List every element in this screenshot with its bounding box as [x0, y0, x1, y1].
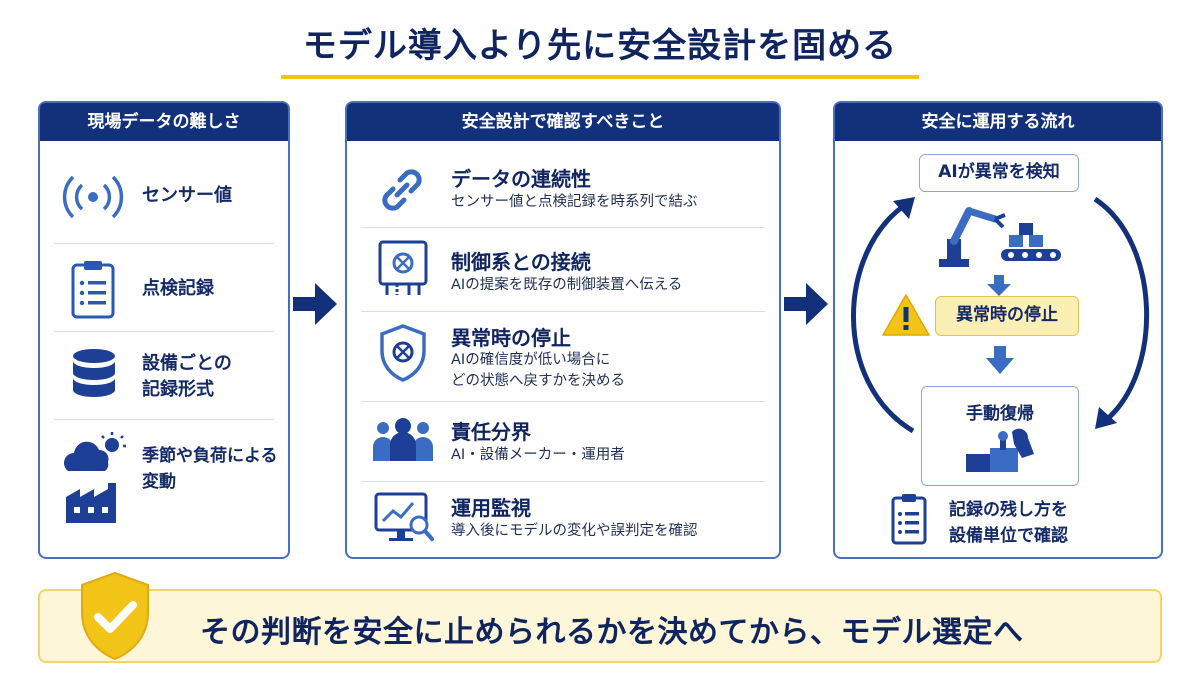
stop-box: 異常時の停止 [935, 296, 1079, 336]
item-desc: AIの確信度が低い場合に どの状態へ戻すかを決める [451, 352, 625, 389]
clipboard-icon [71, 261, 115, 319]
label-inspection: 点検記録 [142, 278, 214, 299]
item-desc: AIの提案を既存の制御装置へ伝える [451, 277, 683, 293]
recover-box: 手動復帰 [921, 386, 1079, 486]
page-title: モデル導入より先に安全設計を固める [0, 18, 1200, 79]
cycle-arrows-icon [851, 196, 1150, 434]
robot-arm-icon [939, 207, 1061, 267]
panel-header: 安全設計で確認すべきこと [347, 103, 779, 141]
monitor-icon [374, 492, 434, 541]
item-title: 責任分界 [451, 420, 531, 444]
label-format: 設備ごとの 記録形式 [142, 353, 232, 400]
record-label: 記録の残し方を 設備単位で確認 [949, 500, 1068, 546]
database-icon [73, 349, 115, 397]
manual-control-icon [966, 428, 1034, 472]
arrow-down-icon [987, 275, 1011, 296]
item-desc: AI・設備メーカー・運用者 [451, 447, 625, 463]
banner-text: その判断を安全に止められるかを決めてから、モデル選定へ [200, 615, 1024, 650]
item-desc: 導入後にモデルの変化や誤判定を確認 [451, 523, 698, 539]
panel-header: 現場データの難しさ [40, 103, 288, 141]
item-desc: センサー値と点検記録を時系列で結ぶ [451, 194, 698, 210]
shield-icon [380, 324, 426, 382]
panel-field-data: 現場データの難しさ センサー値 点検記録 設備ごとの 記録形式 [38, 101, 290, 559]
item-title: データの連続性 [451, 167, 591, 191]
panel-safety-design: 安全設計で確認すべきこと データの連続性 センサー値と点検記録を時系列で結ぶ 制… [345, 101, 781, 559]
weather-factory-icon [64, 432, 126, 523]
label-variation: 季節や負荷による 変動 [142, 446, 278, 492]
item-title: 制御系との接続 [451, 250, 591, 274]
item-title: 異常時の停止 [451, 326, 571, 350]
conclusion-banner: その判断を安全に止められるかを決めてから、モデル選定へ [38, 571, 1162, 663]
clipboard-icon [891, 494, 927, 545]
arrow-down-icon [986, 346, 1014, 374]
people-icon [373, 418, 433, 461]
label-sensor: センサー値 [142, 185, 232, 206]
warning-icon [882, 294, 930, 336]
panel-safe-operation: 安全に運用する流れ AIが異常を検知 異常時の停止 手動復帰 [833, 101, 1163, 559]
arrow-right-icon [293, 283, 337, 325]
panel-header: 安全に運用する流れ [835, 103, 1161, 141]
arrow-right-icon [784, 283, 828, 325]
control-panel-icon [378, 240, 428, 295]
item-title: 運用監視 [451, 496, 531, 520]
detect-box: AIが異常を検知 [919, 154, 1079, 192]
link-icon [382, 169, 422, 211]
shield-check-icon [81, 571, 149, 661]
signal-icon [62, 175, 124, 219]
